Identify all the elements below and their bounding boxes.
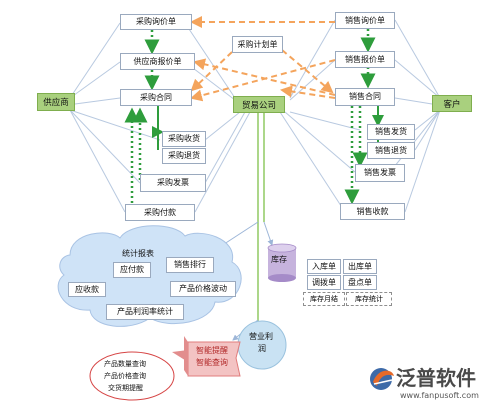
sales-contract-box: 销售合同 [335,88,395,106]
customer-links [279,19,441,213]
delivery-reminder-label: 交货期提醒 [108,384,143,392]
purchase-inquiry-box: 采购询价单 [120,14,192,30]
monthly-close-box: 库存月结 [303,292,345,306]
database-icon [267,243,297,282]
receivable-box: 应收款 [68,282,106,297]
alert-ribbon-shape [172,336,241,377]
purchase-return-box: 采购退货 [162,148,206,164]
query-oval [89,351,175,401]
sales-receipt-box: 销售收款 [340,203,405,220]
stock-out-box: 出库单 [343,259,377,274]
quantity-query-label: 产品数量查询 [104,360,146,368]
logo-mark-icon [370,368,394,390]
company-trunk [257,112,265,322]
purchase-contract-box: 采购合同 [120,89,192,106]
margin-stats-box: 产品利润率统计 [106,304,184,320]
green-flows [124,29,376,208]
sales-ranking-box: 销售排行 [166,257,214,273]
inventory-stats-box: 库存统计 [346,292,392,306]
payable-box: 应付款 [113,262,151,278]
inventory-label: 库存 [271,255,287,264]
purchase-plan-box: 采购计划单 [232,36,283,53]
customer-node: 客户 [432,95,472,112]
sales-deliver-box: 销售发货 [367,124,415,140]
logo-url: www.fanpusoft.com [400,391,479,400]
supplier-links [69,22,251,213]
stats-report-label: 统计报表 [122,249,154,258]
profit-label-line2: 润 [258,344,266,353]
profit-label-line1: 营业利 [249,332,273,341]
supplier-node: 供应商 [37,93,75,111]
price-query-label: 产品价格查询 [104,372,146,380]
purchase-invoice-box: 采购发票 [140,174,206,192]
sales-quote-box: 销售报价单 [335,51,395,68]
sales-inquiry-box: 销售询价单 [335,12,395,29]
smart-alert-label: 智能提醒 [196,346,228,355]
purchase-payment-box: 采购付款 [125,204,195,221]
stock-count-box: 盘点单 [343,275,377,290]
logo-text: 泛普软件 [396,366,476,390]
transfer-box: 调拨单 [307,275,341,290]
sales-return-box: 销售退货 [367,142,415,159]
supplier-quote-box: 供应商报价单 [120,53,195,70]
price-trend-box: 产品价格波动 [170,281,236,297]
purchase-receive-box: 采购收货 [162,131,206,147]
company-node: 贸易公司 [233,96,285,113]
orange-flows [190,16,336,102]
smart-query-label: 智能查询 [196,358,228,367]
sales-invoice-box: 销售发票 [355,164,405,182]
stock-in-box: 入库单 [307,259,341,274]
